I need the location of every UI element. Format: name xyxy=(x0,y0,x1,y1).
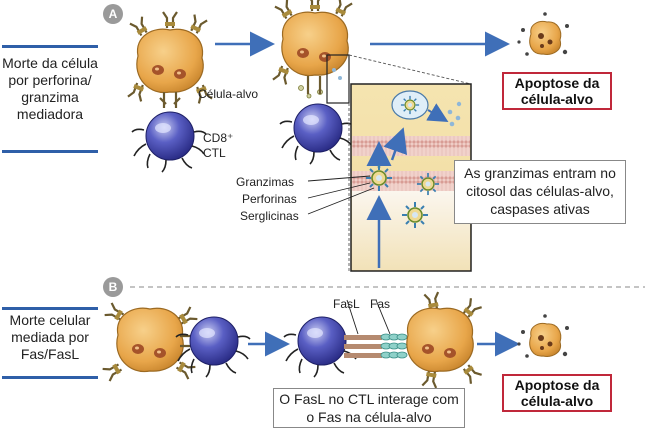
ctl-cd8-label: CD8⁺ xyxy=(203,131,234,145)
zoom-panel xyxy=(350,83,472,272)
panel-b-badge: B xyxy=(103,277,123,297)
fas-label: Fas xyxy=(370,297,391,311)
perforinas-label: Perforinas xyxy=(242,192,297,206)
side-label-b-top-bar xyxy=(2,307,98,310)
side-label-top-bar xyxy=(2,45,98,48)
target-cell-label: Célula-alvo xyxy=(198,87,259,101)
side-label-b-bottom-bar xyxy=(2,376,98,379)
apoptotic-cell-b xyxy=(516,313,570,359)
interaction-note-box: O FasL no CTL interage com o Fas na célu… xyxy=(273,388,465,428)
apoptotic-cell-a xyxy=(516,11,570,57)
panel-b-side-text: Morte celular mediada por Fas/FasL xyxy=(9,312,91,362)
target-cell-a2 xyxy=(271,0,354,86)
granzyme-note-text: As granzimas entram no citosol das célul… xyxy=(464,165,616,217)
apoptosis-text-a: Apoptose da célula-alvo xyxy=(514,75,600,107)
fas-fasl-bridge xyxy=(344,333,408,359)
ctl-a1 xyxy=(131,111,207,173)
panel-b-side-label: Morte celular mediada por Fas/FasL xyxy=(2,307,98,379)
apoptosis-box-a: Apoptose da célula-alvo xyxy=(502,72,612,110)
apoptosis-text-b: Apoptose da célula-alvo xyxy=(514,377,600,409)
interaction-note-text: O FasL no CTL interage com o Fas na célu… xyxy=(279,391,459,425)
panel-a-side-text: Morte da célula por perforina/ granzima … xyxy=(2,55,98,122)
granzimas-label: Granzimas xyxy=(236,175,295,189)
target-cell-b2 xyxy=(406,290,483,390)
panel-a-side-label: Morte da célula por perforina/ granzima … xyxy=(2,45,98,153)
serglicinas-label: Serglicinas xyxy=(240,209,299,223)
panel-a-badge: A xyxy=(103,4,123,24)
apoptosis-box-b: Apoptose da célula-alvo xyxy=(502,374,612,412)
fasl-label: FasL xyxy=(333,297,360,311)
ctl-label: CTL xyxy=(203,146,226,160)
ctl-a2 xyxy=(279,103,355,165)
granzyme-note-box: As granzimas entram no citosol das célul… xyxy=(454,160,626,224)
target-cell-b1 xyxy=(101,301,199,383)
side-label-bottom-bar xyxy=(2,150,98,153)
